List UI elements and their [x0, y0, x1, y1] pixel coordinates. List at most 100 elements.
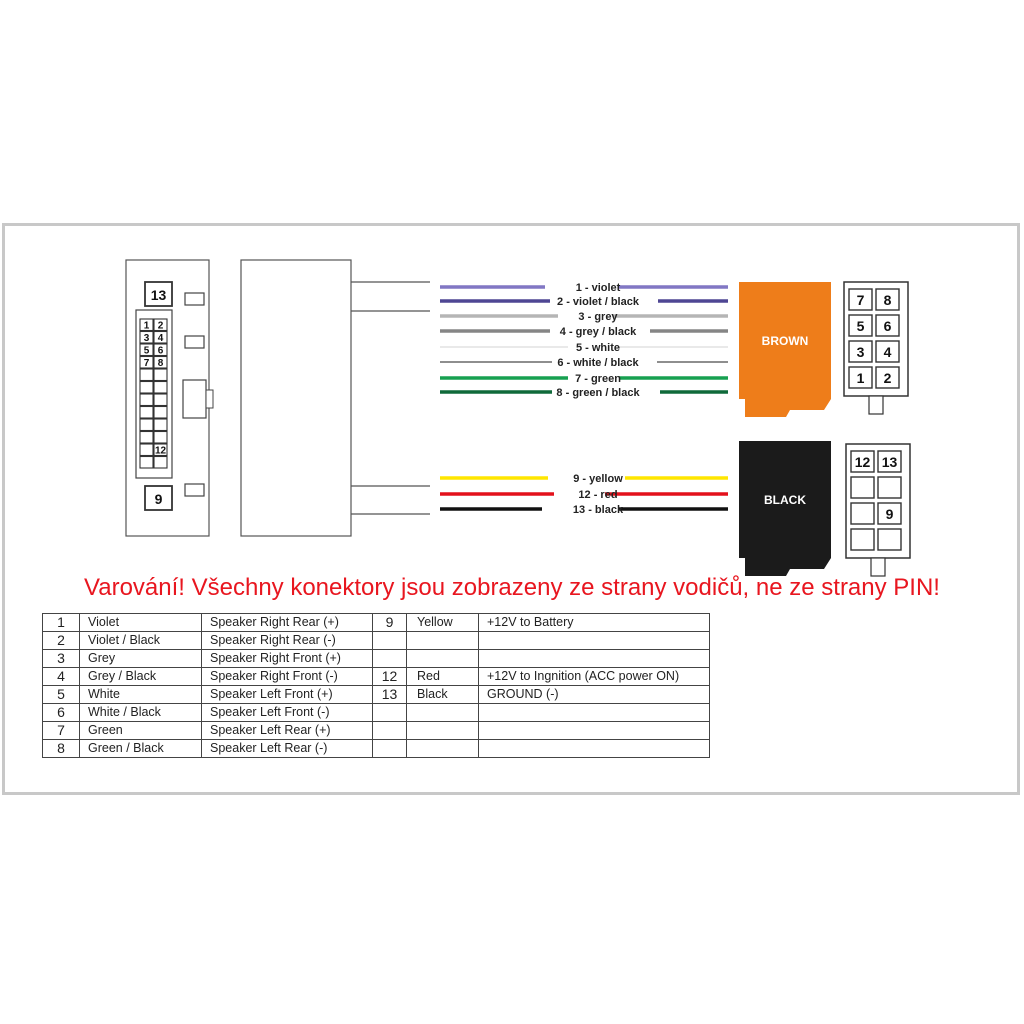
table-cell: Violet — [79, 613, 202, 632]
table-cell: Black — [406, 685, 479, 704]
latch-slot — [184, 483, 205, 497]
table-cell: Green / Black — [79, 739, 202, 758]
pin-cell — [139, 318, 154, 332]
pin-label: 6 — [884, 318, 892, 334]
pin-cell — [153, 405, 168, 419]
pin-cell — [153, 355, 168, 369]
pin-label: 2 — [158, 321, 164, 332]
pin-cell — [875, 288, 900, 311]
pin-cell — [848, 366, 873, 389]
pin-cell — [139, 330, 154, 344]
pin-cell — [848, 340, 873, 363]
table-cell: Red — [406, 667, 479, 686]
pin-cell — [139, 443, 154, 457]
table-cell — [478, 631, 710, 650]
pin-label: 12 — [155, 446, 167, 457]
table-cell — [406, 739, 479, 758]
wire: 4 - grey / black — [440, 326, 728, 338]
table-cell — [372, 721, 407, 740]
wire: 1 - violet — [440, 282, 728, 294]
pin-cell — [848, 288, 873, 311]
table-cell: Speaker Left Rear (+) — [201, 721, 373, 740]
pin-cell — [153, 368, 168, 382]
table-cell — [478, 649, 710, 668]
table-cell: 2 — [42, 631, 80, 650]
latch-slot — [182, 379, 207, 419]
table-cell — [406, 721, 479, 740]
wire-label: 2 - violet / black — [557, 296, 640, 308]
table-cell: 8 — [42, 739, 80, 758]
table-cell — [478, 739, 710, 758]
table-cell: Speaker Left Rear (-) — [201, 739, 373, 758]
table-cell: 3 — [42, 649, 80, 668]
table-cell: Speaker Left Front (-) — [201, 703, 373, 722]
pin-label: 1 — [857, 370, 865, 386]
pin-cell — [850, 528, 875, 551]
table-cell — [406, 631, 479, 650]
pin-cell — [850, 450, 875, 473]
pin-cell — [875, 340, 900, 363]
wire-label: 12 - red — [578, 489, 617, 501]
table-cell: Violet / Black — [79, 631, 202, 650]
table-cell: Speaker Left Front (+) — [201, 685, 373, 704]
pin-cell — [139, 393, 154, 407]
pin-cell — [153, 380, 168, 394]
table-cell: 5 — [42, 685, 80, 704]
table-cell: 7 — [42, 721, 80, 740]
pin-label: 7 — [144, 358, 150, 369]
pin-cell — [153, 343, 168, 357]
wire: 2 - violet / black — [440, 296, 728, 308]
wire: 8 - green / black — [440, 387, 728, 399]
wire-label: 9 - yellow — [573, 473, 623, 485]
pin-label: 3 — [144, 333, 150, 344]
table-cell: 6 — [42, 703, 80, 722]
pin-cell — [877, 476, 902, 499]
pin-cell — [877, 528, 902, 551]
pin-9-label: 9 — [155, 491, 163, 507]
wire-label: 4 - grey / black — [560, 326, 637, 338]
pin-label: 12 — [855, 454, 871, 470]
pin-cell — [153, 430, 168, 444]
table-cell — [372, 739, 407, 758]
wire: 5 - white — [440, 342, 728, 354]
table-cell: Speaker Right Front (-) — [201, 667, 373, 686]
main-connector-side — [240, 259, 430, 537]
pin-label: 13 — [882, 454, 898, 470]
table-cell: 12 — [372, 667, 407, 686]
table-cell — [478, 703, 710, 722]
wire-label: 13 - black — [573, 504, 624, 516]
latch-slot — [184, 292, 205, 306]
table-cell: Green — [79, 721, 202, 740]
table-cell: 9 — [372, 613, 407, 632]
table-cell — [372, 703, 407, 722]
table-cell — [406, 703, 479, 722]
warning-text: Varování! Všechny konektory jsou zobraze… — [84, 574, 940, 601]
pin-cell — [153, 393, 168, 407]
wire: 3 - grey — [440, 311, 728, 323]
pin-label: 4 — [884, 344, 892, 360]
pin-label: 5 — [857, 318, 865, 334]
pin-cell — [153, 455, 168, 469]
pin-cell — [153, 330, 168, 344]
pin-13-box — [144, 281, 173, 307]
pin-label: 6 — [158, 346, 164, 357]
table-cell: Yellow — [406, 613, 479, 632]
wire-label: 7 - green — [575, 373, 621, 385]
pin-label: 8 — [884, 292, 892, 308]
table-cell: 1 — [42, 613, 80, 632]
pin-cell — [848, 314, 873, 337]
table-cell: Speaker Right Rear (+) — [201, 613, 373, 632]
pin-label: 7 — [857, 292, 865, 308]
black-connector-body — [739, 441, 831, 558]
pin-cell — [153, 443, 168, 457]
table-cell — [478, 721, 710, 740]
wire: 7 - green — [440, 373, 728, 385]
table-cell: Grey — [79, 649, 202, 668]
pin-cell — [139, 455, 154, 469]
pin-cell — [139, 355, 154, 369]
